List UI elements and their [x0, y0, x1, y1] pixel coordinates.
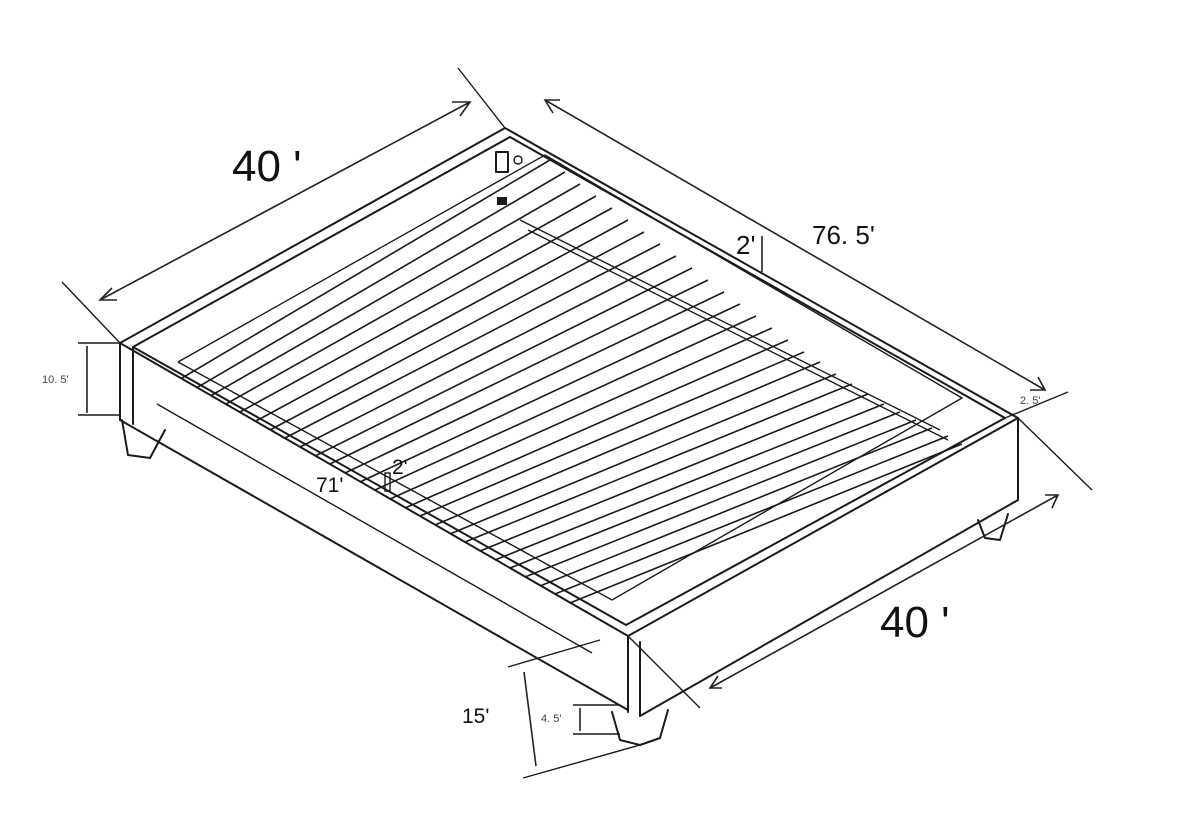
total-height-label: 15': [462, 705, 490, 728]
hardware-brackets: [495, 151, 523, 205]
slat-height-mid-label: 2': [392, 456, 408, 479]
inner-length-label: 71': [316, 474, 344, 497]
footboard-width-label: 40 ': [880, 598, 950, 647]
dimension-lines: [61, 67, 1093, 779]
length-label: 76. 5': [812, 220, 875, 250]
frame-height-label: 10. 5': [42, 374, 69, 386]
headboard-width-label: 40 ': [232, 142, 302, 191]
slats: [181, 159, 963, 604]
leg-height-label: 4. 5': [541, 713, 562, 725]
rail-thickness-label: 2. 5': [1020, 395, 1041, 407]
slat-height-top-label: 2': [736, 230, 756, 260]
